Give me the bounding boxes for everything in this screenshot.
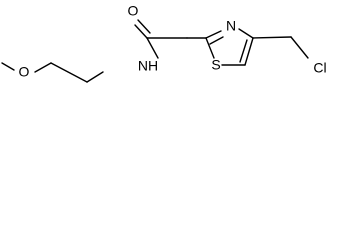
bond-carbonyl-double-a [134, 24, 148, 39]
bond-oxygen-ch2 [34, 62, 52, 73]
bond-methyl-oxygen [1, 62, 15, 71]
bond-s1-c2 [205, 37, 215, 59]
bond-c4-c5-b [239, 39, 248, 63]
atom-nitrogen-amide: NH [138, 58, 158, 74]
bond-c4-c5-a [244, 37, 254, 66]
atom-labels: O O NH N S Cl [19, 3, 327, 80]
atom-chlorine: Cl [313, 60, 326, 76]
bond-nitrogen-carbonyl-carbon [146, 37, 159, 59]
bond-n3-c4 [238, 28, 254, 39]
bond-ch2-chlorine [290, 36, 309, 59]
atom-oxygen-ether: O [19, 64, 30, 80]
atom-sulfur-ring: S [211, 57, 220, 73]
bond-carbonyl-double-b [137, 19, 151, 34]
bond-c2-n3-a [205, 30, 222, 39]
atom-oxygen-carbonyl: O [128, 3, 139, 19]
atom-nitrogen-ring: N [226, 18, 236, 34]
bonds [1, 19, 309, 83]
bond-c4-ch2 [252, 36, 292, 39]
chemical-structure-diagram: O O NH N S Cl [1, 3, 327, 83]
bond-ch2-nitrogen [86, 71, 104, 83]
bond-c2-n3-b [209, 36, 224, 45]
bond-ch2-ch2 [50, 62, 88, 83]
